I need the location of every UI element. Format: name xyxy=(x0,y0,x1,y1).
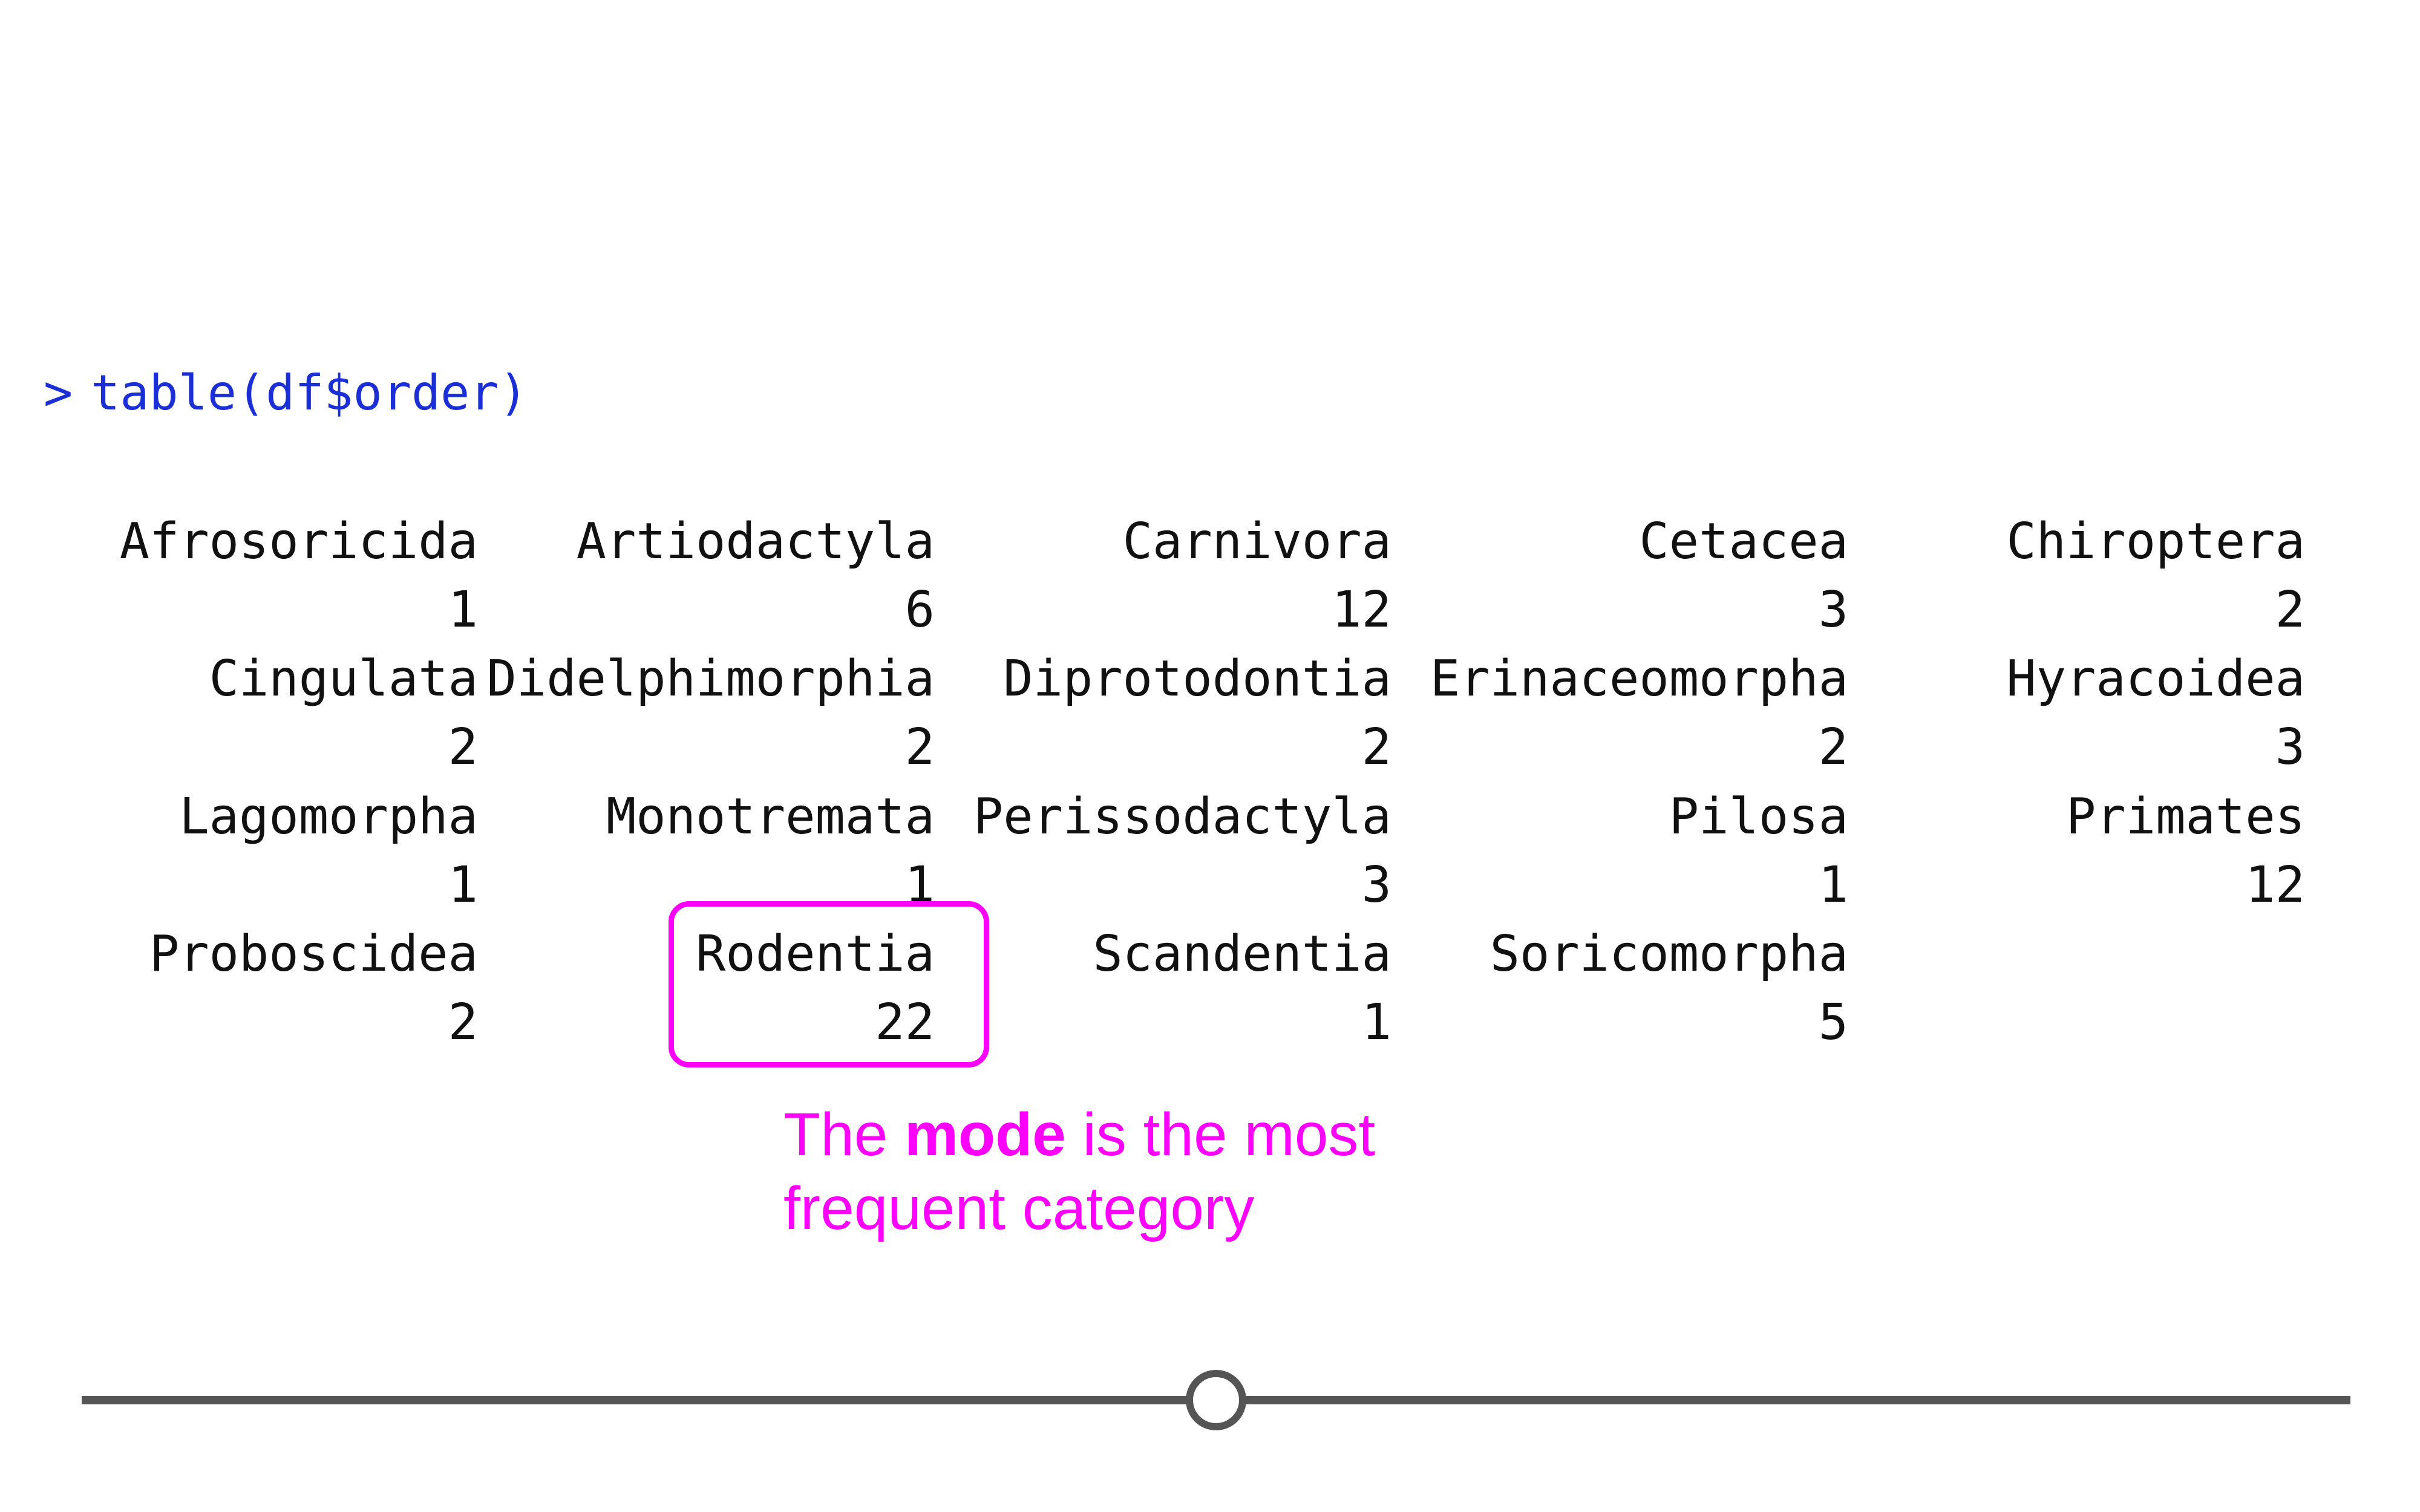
table-count: 1 xyxy=(1818,856,1848,914)
table-count: 1 xyxy=(1361,994,1392,1051)
table-count: 2 xyxy=(1818,719,1848,776)
console-command-line: >table(df$order) xyxy=(44,369,528,417)
table-count: 22 xyxy=(875,994,935,1051)
annotation-line2: frequent category xyxy=(783,1175,1255,1242)
table-name: Primates xyxy=(2066,788,2305,846)
slider-knob[interactable] xyxy=(1186,1370,1246,1430)
annotation-bold-term: mode xyxy=(904,1101,1066,1168)
table-name: Erinaceomorpha xyxy=(1430,650,1848,708)
table-name: Diprotodontia xyxy=(1003,650,1392,708)
table-name: Scandentia xyxy=(1093,925,1392,983)
table-count: 2 xyxy=(448,994,478,1051)
table-name: Proboscidea xyxy=(149,925,478,983)
table-name: Perissodactyla xyxy=(973,788,1392,846)
mode-highlight-box xyxy=(669,901,989,1067)
prompt-symbol: > xyxy=(44,365,73,421)
table-name: Didelphimorphia xyxy=(486,650,935,708)
table-name: Monotremata xyxy=(606,788,935,846)
table-count: 2 xyxy=(448,719,478,776)
table-count: 3 xyxy=(1818,581,1848,639)
mode-annotation: The mode is the most frequent category xyxy=(783,1098,1375,1245)
table-name: Afrosoricida xyxy=(119,513,478,570)
table-name: Cetacea xyxy=(1639,513,1848,570)
annotation-suffix: is the most xyxy=(1082,1101,1376,1168)
table-count: 2 xyxy=(904,719,935,776)
table-count: 1 xyxy=(448,856,478,914)
table-name: Chiroptera xyxy=(2006,513,2305,570)
table-name: Hyracoidea xyxy=(2006,650,2305,708)
table-name: Rodentia xyxy=(696,925,935,983)
table-name: Artiodactyla xyxy=(576,513,935,570)
annotation-prefix: The xyxy=(783,1101,888,1168)
table-count: 3 xyxy=(2275,719,2305,776)
table-count: 2 xyxy=(2275,581,2305,639)
table-count: 12 xyxy=(2245,856,2305,914)
table-name: Soricomorpha xyxy=(1490,925,1848,983)
table-name: Lagomorpha xyxy=(179,788,478,846)
table-count: 3 xyxy=(1361,856,1392,914)
table-count: 2 xyxy=(1361,719,1392,776)
table-count: 6 xyxy=(904,581,935,639)
table-count: 1 xyxy=(448,581,478,639)
table-name: Carnivora xyxy=(1122,513,1392,570)
table-count: 12 xyxy=(1332,581,1392,639)
table-name: Pilosa xyxy=(1669,788,1848,846)
console-command: table(df$order) xyxy=(91,365,528,421)
table-count: 5 xyxy=(1818,994,1848,1051)
table-name: Cingulata xyxy=(209,650,478,708)
